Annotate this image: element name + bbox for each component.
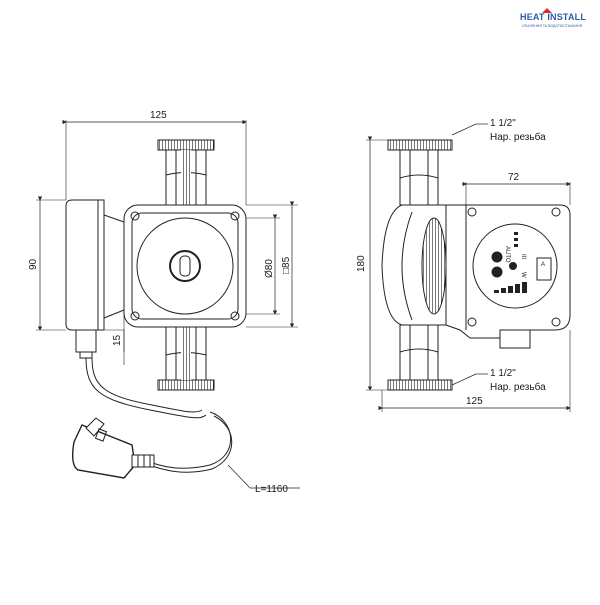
bolt-icon <box>230 311 240 321</box>
cable-gland <box>75 329 97 353</box>
dim-side-width: 125 <box>466 396 483 407</box>
brand-logo: HEAT INSTALL ОПАЛЕННЯ ТА ВОДОПОСТАЧАННЯ <box>520 8 596 34</box>
dim-rotor-diameter: Ø80 <box>264 259 275 278</box>
dim-front-height: 90 <box>28 258 39 270</box>
shaft-cap <box>169 250 201 282</box>
brand-tagline: ОПАЛЕННЯ ТА ВОДОПОСТАЧАННЯ <box>522 24 583 28</box>
thread-top-label: Нар. резьба <box>490 131 546 143</box>
dim-front-width: 125 <box>150 110 167 121</box>
bolt-icon <box>130 311 140 321</box>
bolt-icon <box>467 317 477 327</box>
level-bar <box>501 288 506 293</box>
side-top-thread <box>387 139 453 151</box>
front-bottom-thread <box>157 379 215 391</box>
panel-mode-letters: III <box>520 254 526 259</box>
level-bar <box>515 284 520 293</box>
panel-power-letter: W <box>520 272 526 278</box>
panel-auto-label: AUTO <box>504 246 510 263</box>
dim-box-width: 72 <box>508 172 520 183</box>
brand-name: HEAT INSTALL <box>520 12 587 22</box>
side-bottom-pipe <box>399 324 439 381</box>
radiator-mode-icon <box>491 266 503 278</box>
dim-side-height: 180 <box>356 255 367 272</box>
terminal-box <box>65 199 105 331</box>
side-bottom-thread <box>387 379 453 391</box>
bolt-icon <box>230 211 240 221</box>
power-cable <box>85 357 207 419</box>
bolt-icon <box>551 207 561 217</box>
thread-bottom-label: Нар. резьба <box>490 381 546 393</box>
motor-housing <box>123 204 247 328</box>
side-cable-gland <box>499 329 531 349</box>
level-bar <box>522 282 527 293</box>
bolt-icon <box>467 207 477 217</box>
dim-cable-length: L=1160 <box>255 484 288 495</box>
dim-housing-square: □85 <box>281 256 292 274</box>
house-roof-icon <box>542 8 552 13</box>
level-bar <box>508 286 513 293</box>
bolt-icon <box>551 317 561 327</box>
panel-a-letter: A <box>541 262 545 268</box>
power-plug <box>71 424 136 479</box>
level-bar <box>494 290 499 293</box>
power-cable-end <box>149 411 232 469</box>
heart-mode-icon <box>491 251 503 263</box>
sun-mode-icon <box>509 262 517 270</box>
dim-cable-offset: 15 <box>112 334 123 346</box>
thread-top-size: 1 1/2" <box>490 118 516 129</box>
rotor-circle <box>136 217 234 315</box>
motor-flange <box>421 217 447 315</box>
front-top-thread <box>157 139 215 151</box>
control-panel <box>472 223 558 309</box>
thread-bottom-size: 1 1/2" <box>490 368 516 379</box>
side-top-pipe <box>399 149 439 206</box>
mode-button <box>536 257 552 281</box>
bolt-icon <box>130 211 140 221</box>
